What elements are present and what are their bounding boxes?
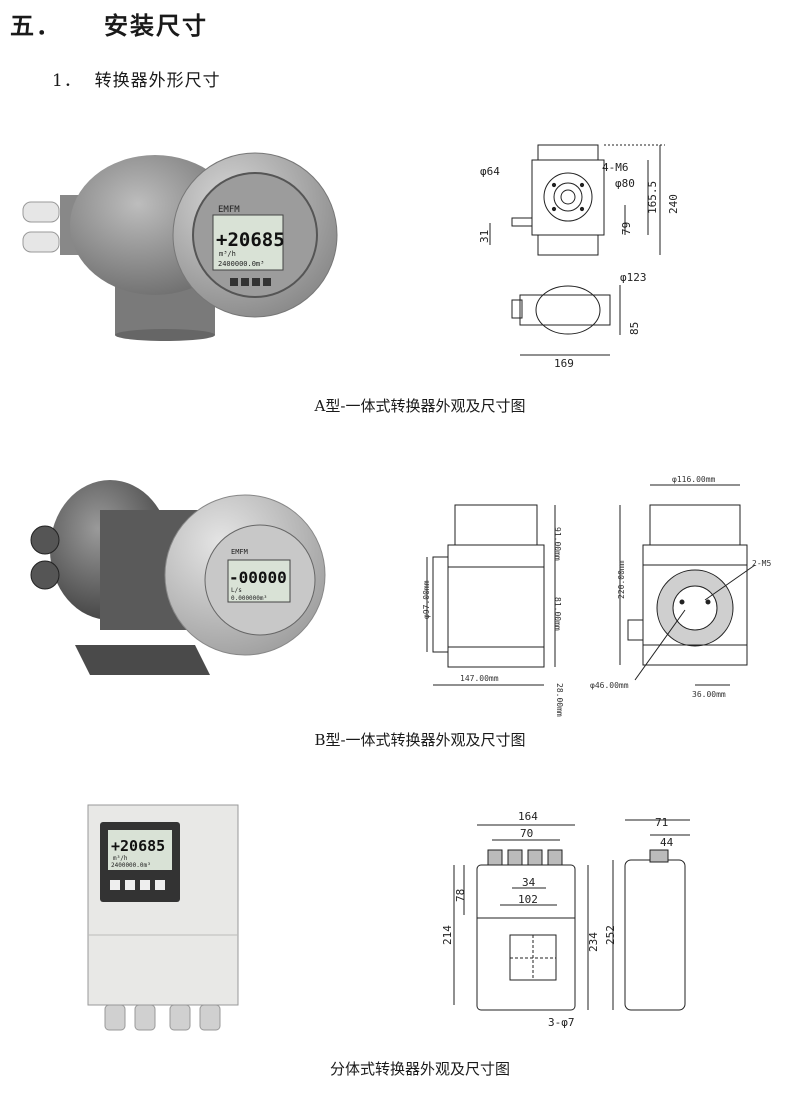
b-dim-97: φ97.00mm bbox=[422, 580, 431, 619]
c-dim-214: 214 bbox=[441, 925, 454, 945]
section-heading: 五． 安装尺寸 bbox=[10, 6, 208, 41]
section-title: 安装尺寸 bbox=[104, 11, 208, 40]
a-display-unit: m³/h bbox=[219, 250, 236, 258]
c-dim-34: 34 bbox=[522, 876, 536, 889]
split-type-caption: 分体式转换器外观及尺寸图 bbox=[329, 1060, 510, 1078]
type-b-side-drawing: φ116.00mm 220.00mm 2-M5 φ46.00mm 36.00mm bbox=[590, 475, 771, 699]
type-b-front-drawing: 91.00mm 81.00mm φ97.00mm 147.00mm 28.00m… bbox=[422, 504, 564, 717]
b-display-reading: -00000 bbox=[229, 568, 287, 587]
subsection-title: 转换器外形尺寸 bbox=[94, 71, 221, 91]
a-dim-phi80: φ80 bbox=[615, 177, 635, 190]
c-display-unit: m³/h bbox=[113, 855, 128, 862]
b-dim-81: 81.00mm bbox=[553, 597, 562, 631]
type-a-dimension-drawing: φ64 4-M6 φ80 79 165.5 240 31 φ123 85 169 bbox=[478, 144, 680, 370]
split-type-photo: +20685 m³/h 2400000.0m³ bbox=[87, 804, 239, 1031]
b-dim-147: 147.00mm bbox=[460, 674, 499, 683]
a-dim-4m6: 4-M6 bbox=[602, 161, 629, 174]
a-dim-phi64: φ64 bbox=[480, 165, 500, 178]
a-dim-240: 240 bbox=[667, 194, 680, 214]
a-dim-85: 85 bbox=[628, 322, 641, 335]
b-dim-2m5: 2-M5 bbox=[752, 559, 771, 568]
subsection-number: 1． bbox=[52, 71, 82, 91]
a-dim-169: 169 bbox=[554, 357, 574, 370]
type-b-caption: B型-一体式转换器外观及尺寸图 bbox=[314, 731, 526, 749]
b-dim-116: φ116.00mm bbox=[672, 475, 716, 484]
a-display-brand: EMFM bbox=[218, 205, 240, 215]
a-dim-79: 79 bbox=[620, 222, 633, 235]
b-display-unit: L/s bbox=[231, 587, 242, 594]
section-number: 五． bbox=[10, 11, 62, 40]
type-a-photo: EMFM +20685 m³/h 2400000.0m³ bbox=[22, 152, 338, 341]
a-display-sub: 2400000.0m³ bbox=[218, 260, 264, 268]
subsection-heading: 1． 转换器外形尺寸 bbox=[52, 66, 221, 91]
b-dim-28: 28.00mm bbox=[555, 683, 564, 717]
a-display-reading: +20685 bbox=[216, 229, 285, 251]
type-a-caption: A型-一体式转换器外观及尺寸图 bbox=[314, 397, 526, 415]
b-dim-91: 91.00mm bbox=[553, 527, 562, 561]
a-dim-31: 31 bbox=[478, 230, 491, 243]
b-dim-220: 220.00mm bbox=[617, 560, 626, 599]
split-type-side-drawing: 71 44 252 bbox=[604, 816, 690, 1011]
b-display-sub: 0.000000m³ bbox=[231, 595, 267, 602]
c-dim-164: 164 bbox=[518, 810, 538, 823]
c-dim-234: 234 bbox=[587, 932, 600, 952]
a-dim-phi123: φ123 bbox=[620, 271, 647, 284]
b-display-brand: EMFM bbox=[231, 548, 248, 556]
c-display-sub: 2400000.0m³ bbox=[111, 862, 151, 869]
c-dim-44: 44 bbox=[660, 836, 674, 849]
c-dim-71: 71 bbox=[655, 816, 668, 829]
type-b-photo: EMFM -00000 L/s 0.000000m³ bbox=[30, 480, 326, 675]
split-type-front-drawing: 164 70 34 102 78 214 234 3-φ7 bbox=[441, 810, 600, 1029]
a-dim-165-5: 165.5 bbox=[646, 181, 659, 214]
c-dim-70: 70 bbox=[520, 827, 533, 840]
c-dim-102: 102 bbox=[518, 893, 538, 906]
c-display-reading: +20685 bbox=[111, 837, 165, 855]
c-dim-3phi7: 3-φ7 bbox=[548, 1016, 575, 1029]
c-dim-78: 78 bbox=[454, 889, 467, 902]
c-dim-252: 252 bbox=[604, 925, 617, 945]
b-dim-46: φ46.00mm bbox=[590, 681, 629, 690]
b-dim-36: 36.00mm bbox=[692, 690, 726, 699]
